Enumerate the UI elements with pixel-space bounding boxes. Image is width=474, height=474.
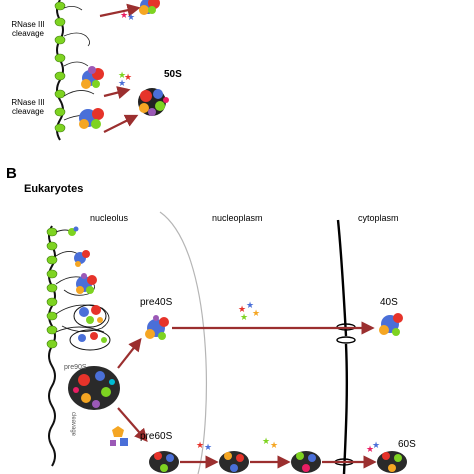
released-factors-pre60s — [110, 426, 128, 446]
svg-text:★: ★ — [196, 440, 204, 450]
svg-text:★: ★ — [262, 436, 270, 446]
pre60s-label: pre60S — [140, 431, 173, 442]
panel-a-particle-top — [139, 0, 160, 15]
panel-a-arrow-mid — [103, 86, 131, 99]
nucleolus-boundary — [159, 211, 207, 474]
panel-a-polymerase-beads — [54, 1, 66, 133]
60s-label: 60S — [398, 439, 416, 450]
nascent-particle-4 — [73, 304, 107, 328]
region-nucleolus-label: nucleolus — [90, 213, 129, 223]
panel-a-arrow-low — [103, 114, 139, 133]
panel-b-title: Eukaryotes — [24, 183, 84, 195]
rna-polymerase-beads — [46, 227, 58, 349]
svg-text:★: ★ — [246, 300, 254, 310]
40s-label: 40S — [380, 297, 398, 308]
svg-text:★: ★ — [120, 10, 128, 20]
nuclear-envelope-upper — [336, 219, 348, 337]
panel-a: ★★ ★ ★★ — [54, 0, 169, 141]
arrow-to-pre40s — [117, 337, 142, 369]
arrow-pre90s-to-pre60s — [117, 407, 148, 442]
released-factors-40s: ★★ ★★ — [238, 300, 260, 322]
svg-text:★: ★ — [127, 12, 135, 22]
panel-a-particle-mid — [81, 66, 104, 89]
nascent-particle-5 — [69, 329, 111, 351]
panel-a-arrow-top — [99, 3, 141, 18]
region-cytoplasm-label: cytoplasm — [358, 213, 399, 223]
svg-text:★: ★ — [118, 78, 126, 88]
svg-text:★: ★ — [270, 440, 278, 450]
region-nucleoplasm-label: nucleoplasm — [212, 213, 263, 223]
panel-a-50s-ribosome — [138, 88, 169, 116]
pre40s-particle — [145, 315, 169, 340]
svg-text:★: ★ — [252, 308, 260, 318]
svg-text:★: ★ — [118, 70, 126, 80]
svg-text:★: ★ — [204, 442, 212, 452]
pre90s-particle — [68, 366, 120, 410]
panel-a-50s-label: 50S — [164, 69, 182, 80]
nascent-particle-3 — [76, 273, 97, 294]
svg-text:★: ★ — [372, 440, 380, 450]
pre40s-label: pre40S — [140, 297, 173, 308]
pre90s-label: pre90S — [64, 364, 87, 371]
svg-text:★: ★ — [124, 72, 132, 82]
ribosome-40s — [379, 313, 403, 336]
released-factors-60s: ★★ ★★ ★★ — [196, 436, 380, 454]
nuclear-pore-bottom — [336, 336, 356, 344]
svg-text:★: ★ — [240, 312, 248, 322]
panel-b-letter: B — [6, 165, 17, 182]
pre90s-cleavage-label: cleavage — [70, 412, 76, 437]
pre60s-maturation-chain — [149, 451, 407, 473]
svg-text:★: ★ — [366, 444, 374, 454]
panel-a-transcripts — [63, 6, 97, 121]
panel-a-cleavage-label-1: RNase III cleavage — [11, 20, 45, 38]
panel-a-particle-low — [79, 108, 104, 129]
nascent-particle-1 — [68, 226, 79, 236]
panel-b: ★★ ★★ — [46, 211, 407, 474]
panel-a-cleavage-label-2: RNase III cleavage — [11, 98, 45, 116]
panel-a-star-cluster: ★★ ★ ★★ — [118, 10, 135, 88]
svg-text:★: ★ — [238, 304, 246, 314]
nuclear-envelope-lower — [342, 343, 349, 474]
nascent-particle-2 — [74, 250, 90, 267]
